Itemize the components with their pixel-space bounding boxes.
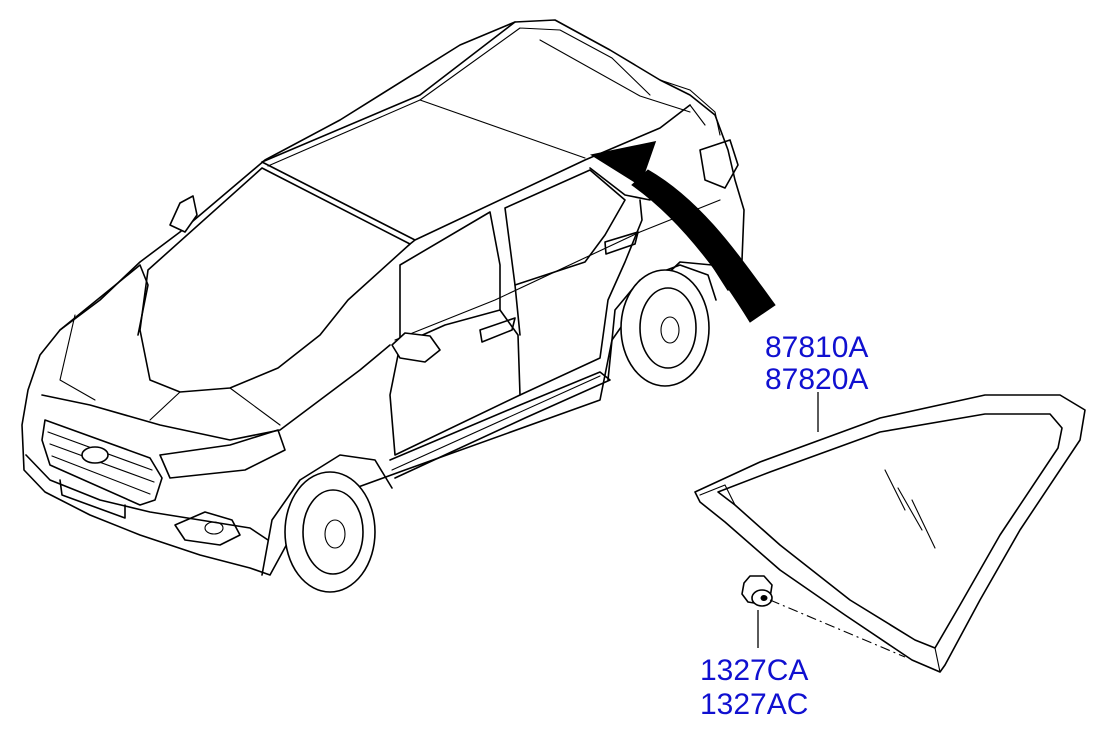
fog-light [174, 511, 241, 546]
rear-door-handle [604, 231, 639, 255]
car-body-outline [21, 19, 745, 576]
quarter-glass-trim [699, 484, 941, 673]
fastener-part [741, 575, 773, 607]
front-door [389, 309, 521, 456]
fastener-part-number-2: 1327AC [700, 688, 808, 721]
front-tire [284, 471, 376, 593]
roof-inner-line [419, 39, 691, 159]
sill-line [391, 375, 601, 471]
rear-door [514, 199, 643, 396]
glass-part-number-1: 87810A [765, 331, 868, 364]
fog-lamp [204, 521, 224, 535]
quarter-glass-part [694, 394, 1086, 673]
quarter-glass-outer [694, 394, 1086, 673]
right-mirror [391, 332, 441, 363]
front-bumper [25, 454, 269, 541]
glass-reflection [884, 469, 936, 549]
left-mirror [169, 195, 198, 233]
quarter-glass-highlight [590, 140, 657, 187]
glass-part-number-2: 87820A [765, 363, 868, 396]
quarter-glass-inner [717, 413, 1063, 649]
hood-crease [59, 314, 281, 426]
tail-light [699, 139, 739, 189]
windshield [139, 167, 411, 393]
front-hub [324, 519, 346, 549]
suv-illustration [21, 19, 745, 593]
rocker-panel [389, 371, 611, 479]
direction-arrow [631, 169, 776, 323]
hood [41, 264, 391, 441]
headlight [159, 429, 286, 479]
installation-line [769, 599, 906, 658]
fastener-part-number-1: 1327CA [700, 654, 808, 687]
front-rim [302, 489, 364, 575]
rear-hub [660, 316, 680, 344]
rear-spoiler [659, 79, 721, 136]
fastener-hole [760, 595, 768, 601]
front-door-handle [479, 317, 516, 343]
rear-rim [639, 287, 697, 369]
front-wheel-arch [261, 454, 393, 576]
grille-emblem [81, 446, 109, 464]
